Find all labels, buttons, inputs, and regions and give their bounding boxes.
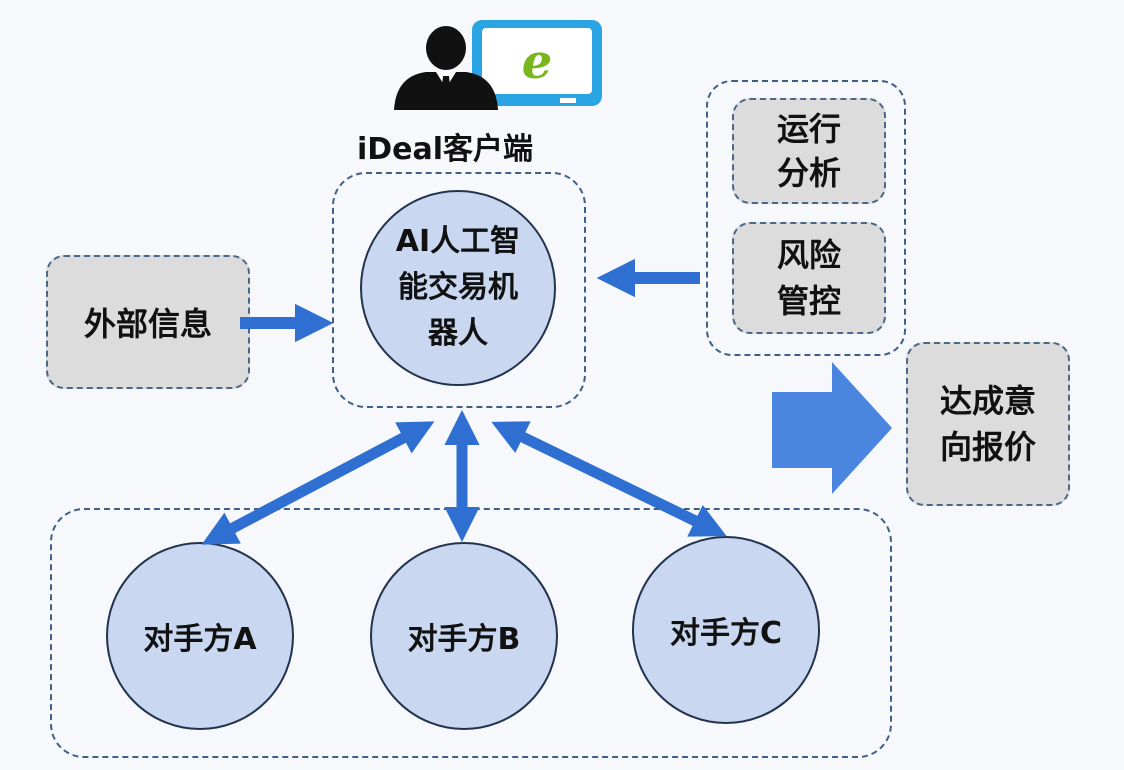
quote-result-line-2: 向报价 [939, 428, 1036, 466]
quote-result-box: 达成意 向报价 [906, 342, 1070, 506]
ai-robot-line-1: AI人工智 [395, 224, 521, 259]
counterparty-c-label: 对手方C [669, 616, 783, 651]
operation-analysis-box: 运行 分析 [732, 98, 886, 204]
quote-result-line-1: 达成意 [939, 382, 1036, 420]
external-info-box: 外部信息 [46, 255, 250, 389]
arrow-center-to-a [201, 421, 435, 545]
control-panel-frame [706, 80, 906, 356]
center-frame [332, 172, 586, 408]
counterparty-c-node: 对手方C [632, 536, 820, 724]
arrow-center-to-c [491, 421, 727, 537]
counterparty-b-node: 对手方B [370, 542, 558, 730]
operation-analysis-line-1: 运行 [776, 110, 841, 148]
counterparty-a-label: 对手方A [143, 622, 257, 657]
ai-robot-node: AI人工智 能交易机 器人 [360, 190, 556, 386]
counterparty-b-label: 对手方B [407, 622, 521, 657]
operation-analysis-line-2: 分析 [776, 154, 841, 192]
ai-robot-line-2: 能交易机 [397, 270, 518, 305]
risk-control-line-1: 风险 [776, 236, 841, 274]
client-label: iDeal客户端 [356, 132, 534, 167]
client-person-icon: e [394, 20, 602, 110]
counterparty-a-node: 对手方A [106, 542, 294, 730]
risk-control-box: 风险 管控 [732, 222, 886, 334]
e-icon: e [522, 34, 553, 90]
risk-control-line-2: 管控 [776, 282, 841, 320]
external-info-label: 外部信息 [83, 305, 212, 343]
ai-robot-line-3: 器人 [427, 316, 488, 351]
arrow-to-result [772, 362, 892, 494]
